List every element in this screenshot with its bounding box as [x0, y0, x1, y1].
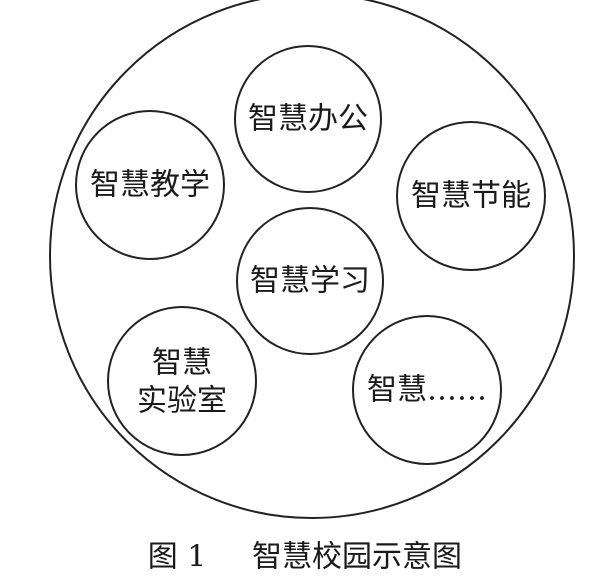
node-smart-more-circle: [352, 315, 502, 465]
node-smart-office-label: 智慧办公: [248, 102, 368, 137]
node-smart-lab-label-line-1: 智慧: [152, 346, 212, 381]
node-smart-lab: 智慧 实验室: [107, 306, 257, 456]
figure-title: 智慧校园示意图: [252, 540, 462, 575]
node-smart-energy-circle: [396, 121, 546, 271]
node-smart-teaching-circle: [75, 110, 225, 260]
node-smart-more-label: 智慧……: [367, 373, 487, 408]
node-smart-lab-circle: [107, 306, 257, 456]
node-smart-teaching-label: 智慧教学: [90, 168, 210, 203]
node-smart-learning-circle: [236, 207, 384, 355]
node-smart-energy-label: 智慧节能: [411, 179, 531, 214]
node-smart-energy: 智慧节能: [396, 121, 546, 271]
node-smart-more: 智慧……: [352, 315, 502, 465]
node-smart-teaching: 智慧教学: [75, 110, 225, 260]
node-smart-learning-label: 智慧学习: [250, 264, 370, 299]
figure-number: 图 1: [148, 540, 207, 575]
node-smart-office: 智慧办公: [234, 45, 382, 193]
figure-caption: 图 1 智慧校园示意图: [148, 540, 462, 575]
node-smart-lab-label-line-2: 实验室: [137, 384, 227, 419]
node-smart-office-circle: [234, 45, 382, 193]
node-smart-learning: 智慧学习: [236, 207, 384, 355]
